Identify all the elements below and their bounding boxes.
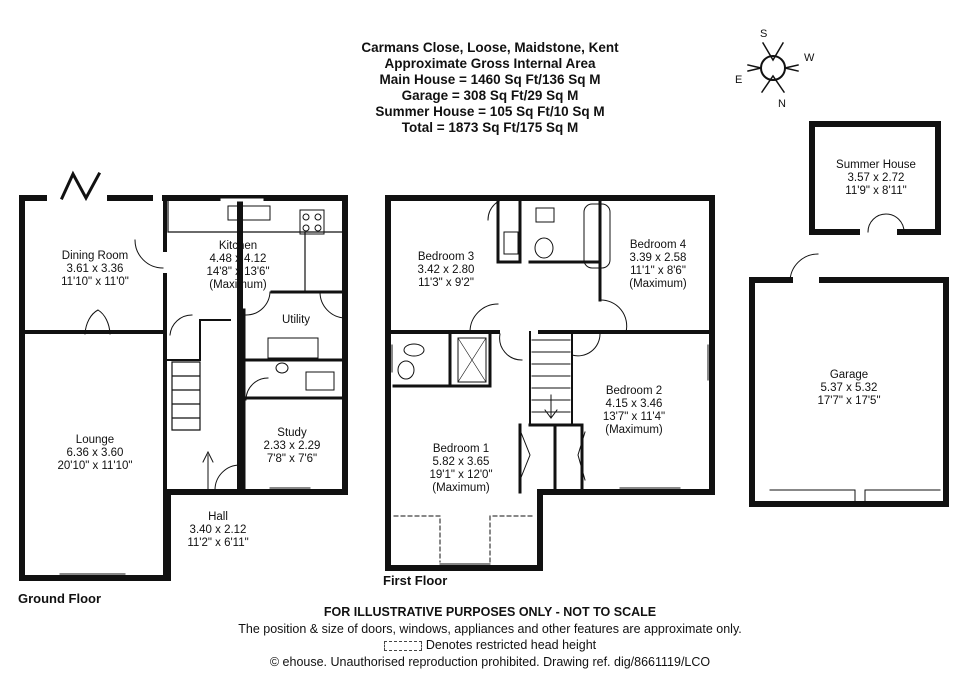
room-name: Study (277, 427, 307, 439)
room-name: Garage (829, 369, 869, 381)
room-bedroom2: Bedroom 2 4.15 x 3.46 13'7" x 11'4" (Max… (603, 385, 665, 437)
compass-n-label: N (778, 98, 786, 110)
legend-text: Denotes restricted head height (425, 638, 597, 652)
room-name: Lounge (75, 434, 115, 446)
room-metric: 5.82 x 3.65 (432, 456, 490, 468)
room-imperial: 17'7" x 17'5" (817, 395, 881, 407)
summer-house-area: Summer House = 105 Sq Ft/10 Sq M (375, 104, 605, 119)
room-name: Utility (281, 314, 311, 326)
room-imperial: 11'3" x 9'2" (418, 277, 474, 289)
garage-area: Garage = 308 Sq Ft/29 Sq M (401, 88, 579, 103)
room-bedroom4: Bedroom 4 3.39 x 2.58 11'1" x 8'6" (Maxi… (629, 239, 687, 291)
room-study: Study 2.33 x 2.29 7'8" x 7'6" (264, 427, 321, 466)
room-name: Bedroom 1 (432, 443, 490, 455)
room-note: (Maximum) (209, 279, 267, 291)
room-imperial: 11'2" x 6'11" (187, 537, 249, 549)
room-note: (Maximum) (432, 482, 490, 494)
room-summer-house: Summer House 3.57 x 2.72 11'9" x 8'11" (836, 159, 916, 198)
room-name: Kitchen (218, 240, 258, 252)
compass-s-label: S (760, 28, 768, 40)
compass-w-label: W (804, 52, 815, 64)
room-imperial: 11'9" x 8'11" (845, 185, 907, 197)
address-title: Carmans Close, Loose, Maidstone, Kent (361, 40, 619, 55)
compass-e-label: E (735, 74, 743, 86)
room-imperial: 7'8" x 7'6" (266, 453, 318, 465)
area-title: Approximate Gross Internal Area (384, 56, 596, 71)
room-metric: 3.40 x 2.12 (189, 524, 247, 536)
main-house-area: Main House = 1460 Sq Ft/136 Sq M (379, 72, 601, 87)
room-imperial: 13'7" x 11'4" (602, 411, 666, 423)
room-metric: 3.57 x 2.72 (847, 172, 905, 184)
room-imperial: 20'10" x 11'10" (57, 460, 133, 472)
legend-row: Denotes restricted head height (160, 637, 820, 654)
restricted-height-swatch (383, 640, 422, 651)
room-metric: 6.36 x 3.60 (66, 447, 124, 459)
ground-floor-label: Ground Floor (18, 591, 102, 606)
first-floor-label: First Floor (383, 573, 448, 588)
room-name: Summer House (836, 159, 916, 171)
room-metric: 5.37 x 5.32 (820, 382, 878, 394)
room-garage: Garage 5.37 x 5.32 17'7" x 17'5" (817, 369, 880, 408)
room-note: (Maximum) (605, 424, 663, 436)
room-metric: 3.42 x 2.80 (417, 264, 475, 276)
room-name: Bedroom 2 (605, 385, 663, 397)
plan-header: Carmans Close, Loose, Maidstone, Kent Ap… (280, 40, 700, 136)
room-metric: 4.48 x 4.12 (209, 253, 267, 265)
room-lounge: Lounge 6.36 x 3.60 20'10" x 11'10" (57, 434, 132, 473)
room-imperial: 19'1" x 12'0" (429, 469, 493, 481)
compass-rose (747, 41, 799, 94)
room-utility: Utility (282, 314, 310, 327)
room-name: Hall (208, 511, 228, 523)
ground-floor-walls (19, 170, 348, 581)
plan-footer: FOR ILLUSTRATIVE PURPOSES ONLY - NOT TO … (160, 604, 820, 670)
room-name: Bedroom 4 (629, 239, 687, 251)
room-metric: 2.33 x 2.29 (263, 440, 321, 452)
garage-walls (749, 253, 949, 507)
room-metric: 4.15 x 3.46 (605, 398, 663, 410)
room-dining: Dining Room 3.61 x 3.36 11'10" x 11'0" (61, 250, 129, 289)
room-name: Dining Room (61, 250, 129, 262)
room-imperial: 11'1" x 8'6" (630, 265, 686, 277)
room-bedroom1: Bedroom 1 5.82 x 3.65 19'1" x 12'0" (Max… (429, 443, 492, 495)
disclaimer: FOR ILLUSTRATIVE PURPOSES ONLY - NOT TO … (323, 605, 657, 619)
room-kitchen: Kitchen 4.48 x 4.12 14'8" x 13'6" (Maxim… (206, 240, 269, 292)
room-imperial: 14'8" x 13'6" (206, 266, 270, 278)
room-imperial: 11'10" x 11'0" (61, 276, 129, 288)
room-bedroom3: Bedroom 3 3.42 x 2.80 11'3" x 9'2" (418, 251, 475, 290)
first-floor-walls (385, 195, 715, 571)
room-hall: Hall 3.40 x 2.12 11'2" x 6'11" (187, 511, 248, 550)
room-metric: 3.61 x 3.36 (66, 263, 124, 275)
accuracy-note: The position & size of doors, windows, a… (238, 621, 742, 636)
room-metric: 3.39 x 2.58 (629, 252, 687, 264)
copyright: © ehouse. Unauthorised reproduction proh… (269, 654, 711, 669)
room-note: (Maximum) (629, 278, 687, 290)
total-area: Total = 1873 Sq Ft/175 Sq M (401, 120, 579, 135)
summer-house-walls (809, 121, 941, 235)
room-name: Bedroom 3 (417, 251, 475, 263)
